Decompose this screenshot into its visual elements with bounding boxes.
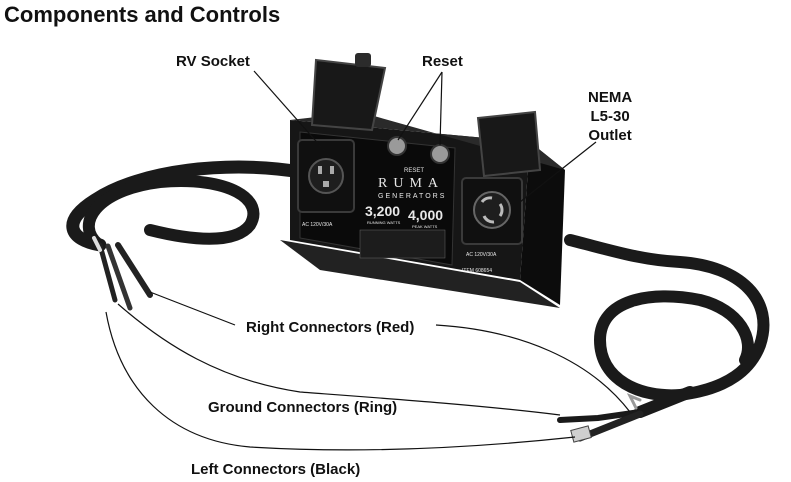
ac-rating-right: AC 120V/30A (466, 252, 497, 258)
peak-watts-label: PEAK WATTS (412, 224, 438, 229)
device-labels: RESET RUMA GENERATORS 3,200 RUNNING WATT… (302, 168, 497, 274)
reset-buttons (387, 136, 450, 164)
left-wire-leads (92, 236, 153, 311)
nema-outlet (461, 110, 542, 245)
brand-text: RUMA (378, 176, 444, 191)
rv-socket (297, 53, 387, 213)
reset-printed-label: RESET (404, 168, 424, 174)
left-connectors-label: Left Connectors (Black) (191, 461, 361, 478)
item-number: ITEM 608654 (462, 268, 492, 274)
running-watts-value: 3,200 (365, 203, 400, 219)
reset-label: Reset (422, 53, 463, 70)
right-wire-leads (557, 393, 644, 443)
nema-outlet-label: NEMA L5-30 Outlet (588, 88, 632, 145)
nema-label-line-1: NEMA (588, 89, 633, 106)
ground-connectors-label: Ground Connectors (Ring) (208, 399, 398, 416)
right-connectors-label: Right Connectors (Red) (246, 319, 415, 336)
page-title: Components and Controls (4, 2, 281, 27)
sub-brand-text: GENERATORS (378, 193, 446, 200)
nema-label-line-3: Outlet (588, 127, 632, 144)
peak-watts-value: 4,000 (408, 207, 443, 223)
ac-rating-left: AC 120V/30A (302, 222, 333, 228)
rv-socket-label: RV Socket (176, 53, 250, 70)
callout-lines (105, 70, 631, 451)
nema-label-line-2: L5-30 (590, 108, 630, 125)
power-cords (66, 160, 770, 418)
running-watts-label: RUNNING WATTS (367, 220, 401, 225)
